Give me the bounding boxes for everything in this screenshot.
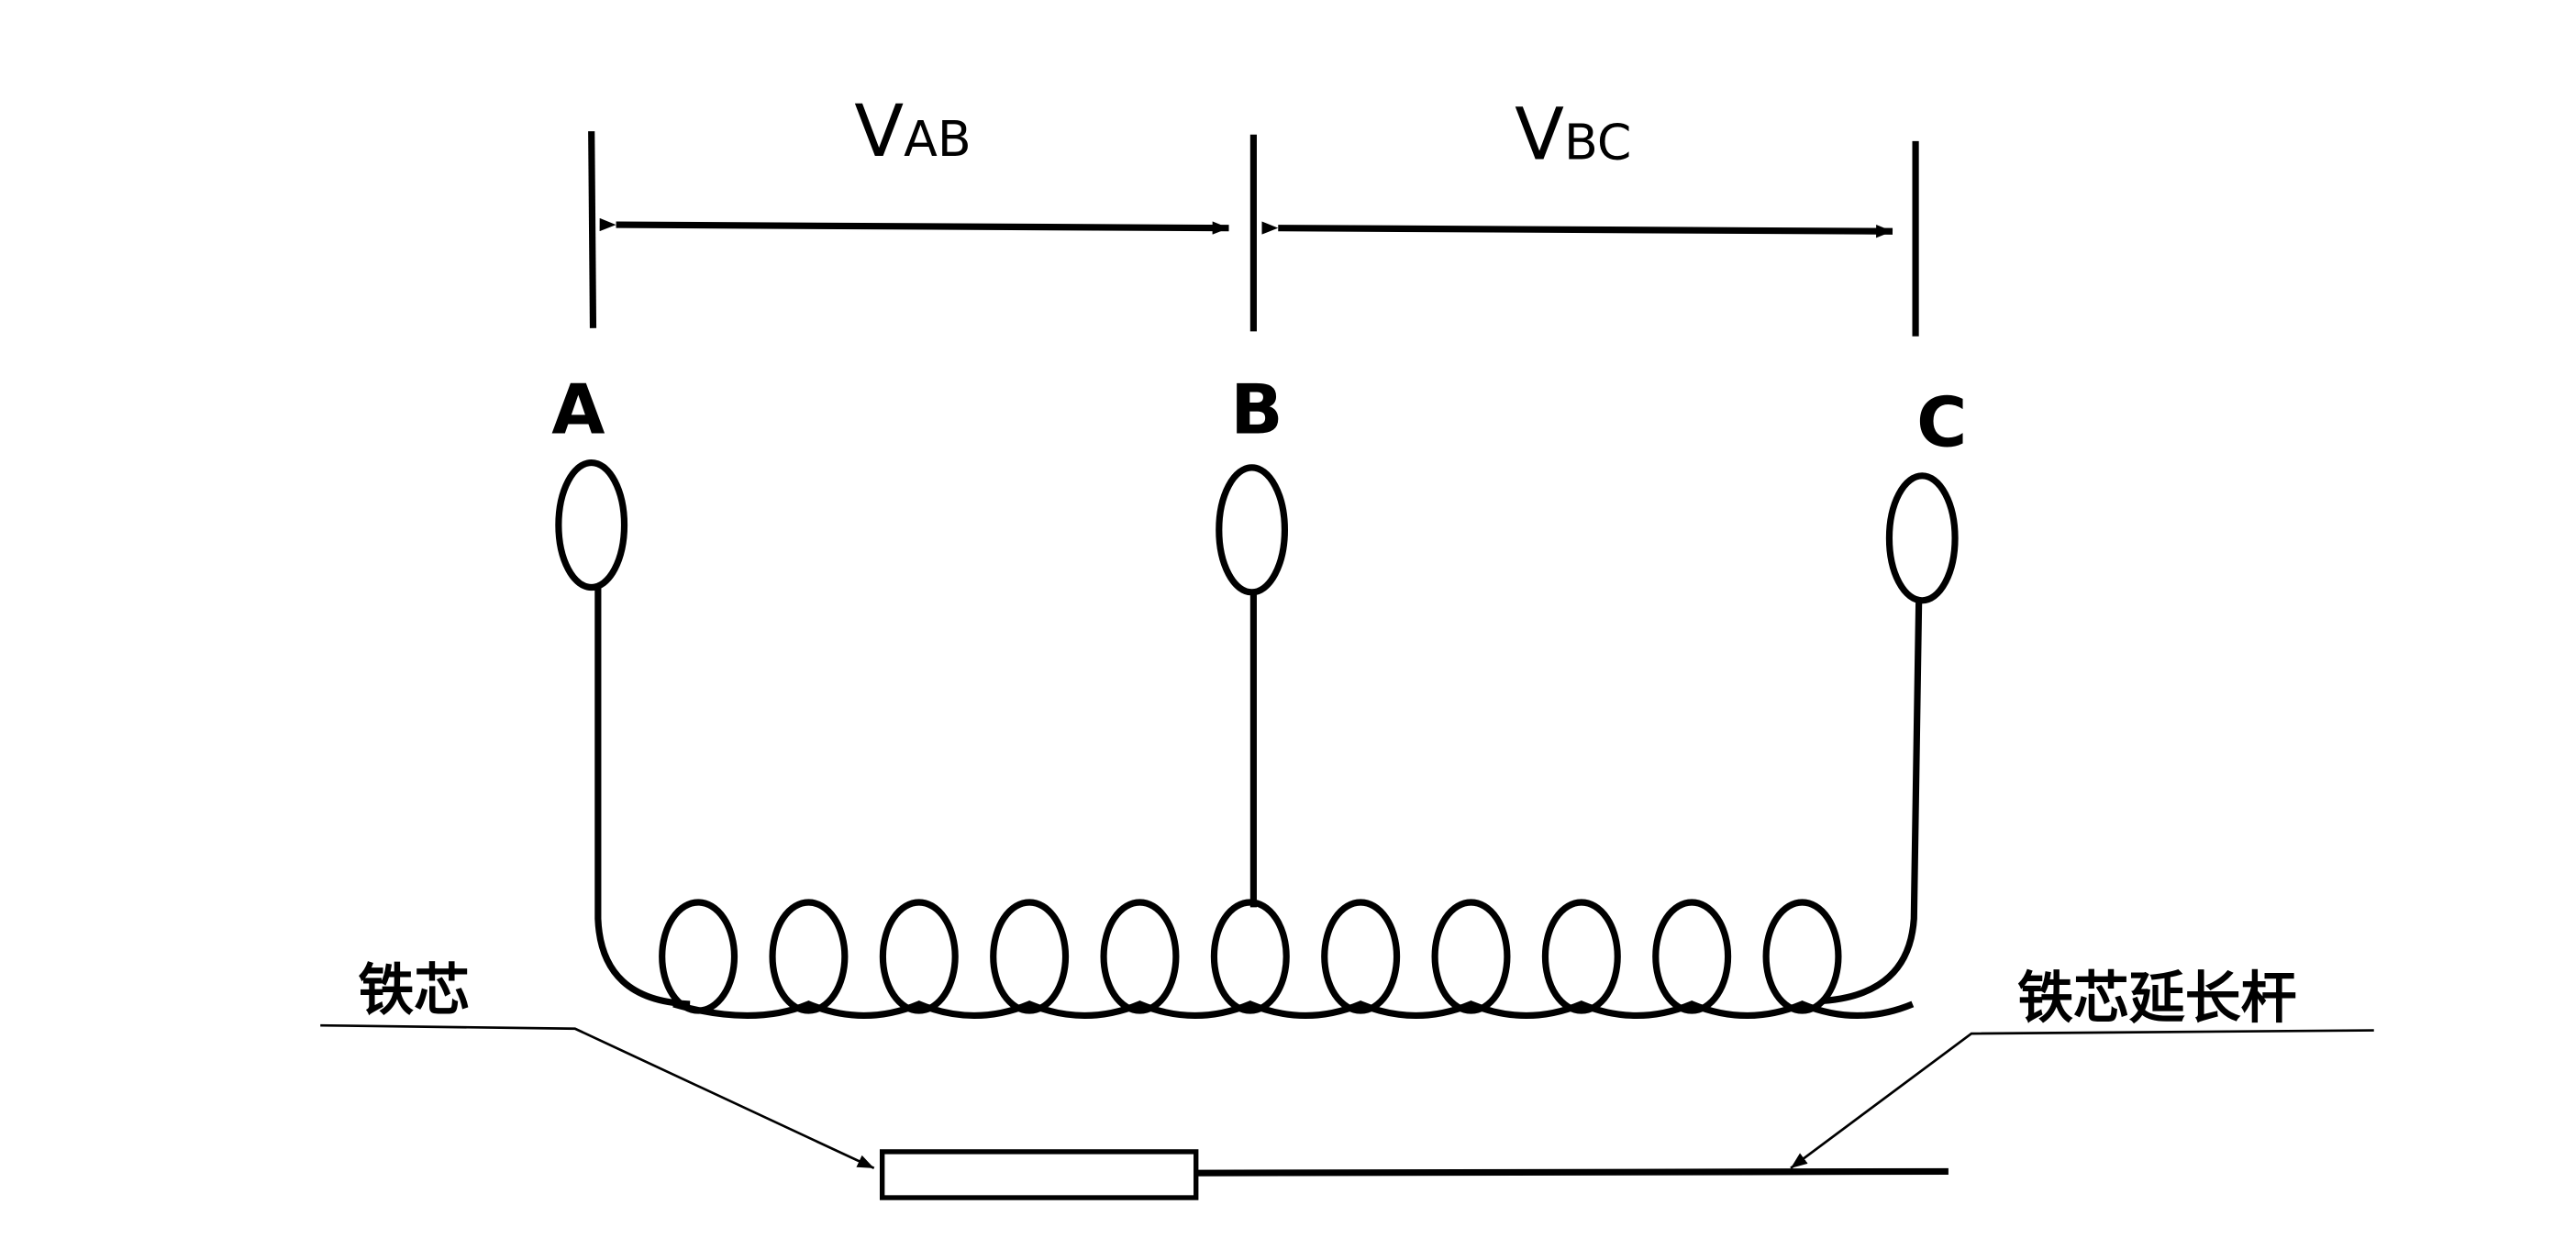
label-core-extension-rod: 铁芯延长杆 xyxy=(2017,967,2296,1031)
wire-a xyxy=(594,587,691,1008)
coil-turn xyxy=(659,899,738,1014)
coil-turn xyxy=(1100,899,1180,1014)
core-extension-rod xyxy=(1195,1167,1949,1177)
label-vab: VAB xyxy=(854,89,971,173)
terminal-b xyxy=(1216,464,1288,596)
tick-a xyxy=(588,131,597,328)
coil-turn xyxy=(1210,899,1290,1014)
label-vbc: VBC xyxy=(1515,93,1631,177)
leader-extension-rod xyxy=(1790,1029,2374,1169)
coil-turn xyxy=(1541,899,1621,1014)
coil-turn xyxy=(879,899,959,1014)
wire-c xyxy=(1823,600,1923,1004)
arrow-vbc xyxy=(1261,221,1893,238)
leader-iron-core xyxy=(320,1023,875,1170)
coil-turn xyxy=(769,899,849,1014)
terminal-c xyxy=(1885,472,1959,604)
label-c: C xyxy=(1916,382,1967,463)
coil-turns xyxy=(659,899,1915,1020)
coil-turn xyxy=(990,899,1070,1014)
coil-turn xyxy=(1431,899,1511,1014)
iron-core xyxy=(879,1149,1199,1200)
label-iron-core: 铁芯 xyxy=(358,958,470,1022)
arrow-vab xyxy=(599,217,1229,235)
label-b: B xyxy=(1230,369,1282,449)
label-a: A xyxy=(551,369,605,449)
coil-turn xyxy=(1762,899,1842,1014)
coil-turn xyxy=(1321,899,1401,1014)
terminal-a xyxy=(555,459,628,591)
coil-bottom-winding xyxy=(672,1000,1915,1020)
coil-turn xyxy=(1652,899,1732,1014)
